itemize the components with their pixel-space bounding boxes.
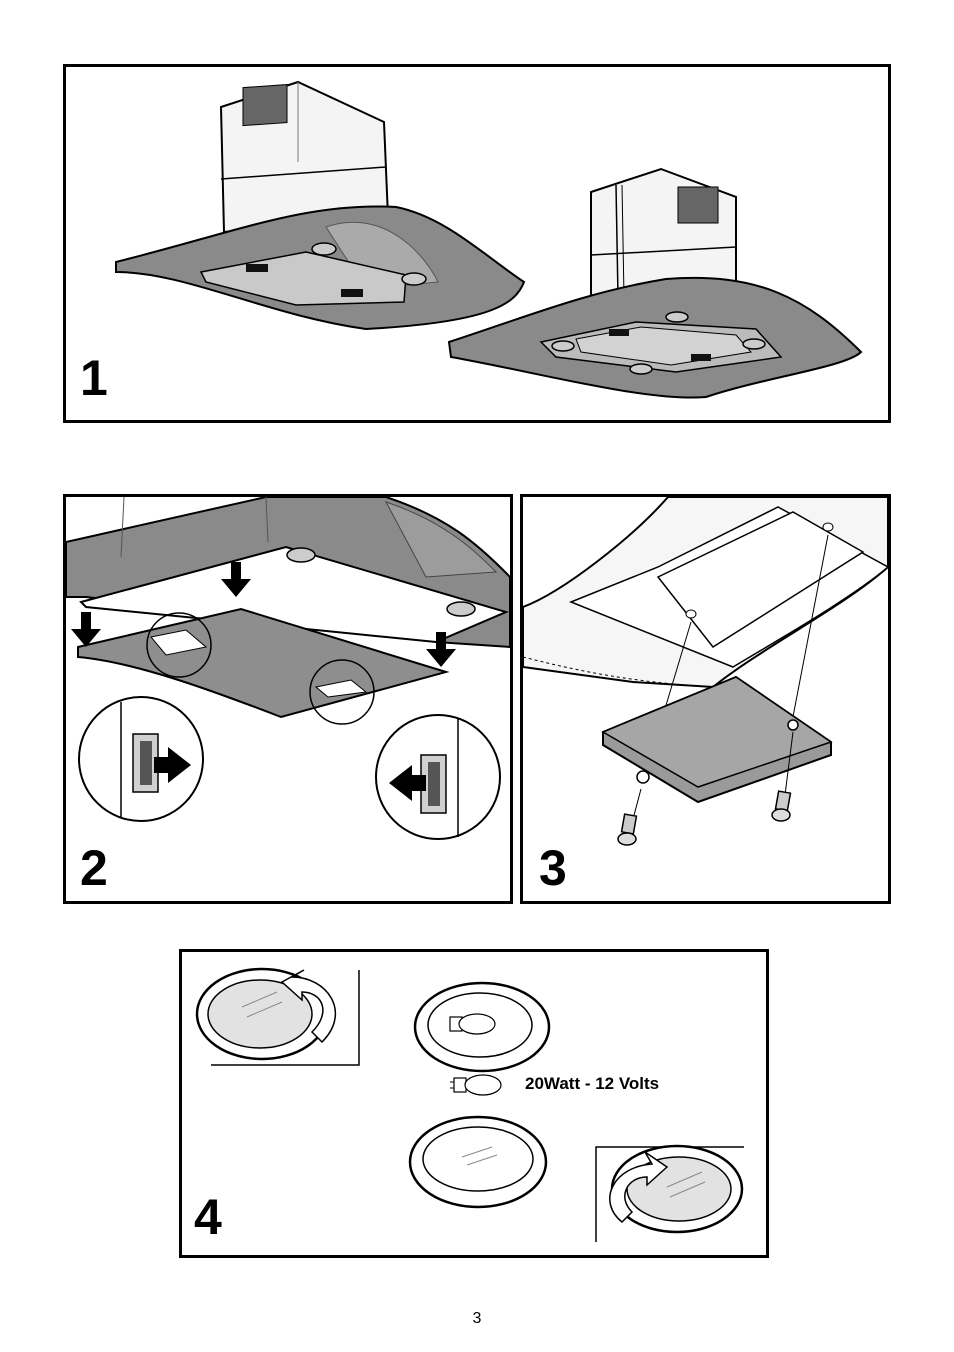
hood-overview-illustration bbox=[66, 67, 888, 420]
bulb-icon bbox=[450, 1014, 495, 1034]
step-number: 1 bbox=[80, 353, 108, 403]
step-number: 4 bbox=[194, 1192, 222, 1242]
page-number: 3 bbox=[467, 1310, 487, 1328]
screw-icon bbox=[618, 814, 636, 845]
step-4-panel: 20Watt - 12 Volts 4 bbox=[179, 949, 769, 1258]
filter-removal-illustration bbox=[66, 497, 510, 901]
step-2-panel: 2 bbox=[63, 494, 513, 904]
bulb-spec-label: 20Watt - 12 Volts bbox=[525, 1074, 659, 1094]
light-box-removal-illustration bbox=[523, 497, 888, 901]
step-1-panel: 1 bbox=[63, 64, 891, 423]
step-number: 3 bbox=[539, 843, 567, 893]
bulb-replacement-illustration bbox=[182, 952, 766, 1255]
screw-icon bbox=[772, 791, 790, 821]
hood-left bbox=[116, 82, 524, 329]
step-number: 2 bbox=[80, 843, 108, 893]
bulb-icon bbox=[450, 1075, 501, 1095]
step-3-panel: 3 bbox=[520, 494, 891, 904]
